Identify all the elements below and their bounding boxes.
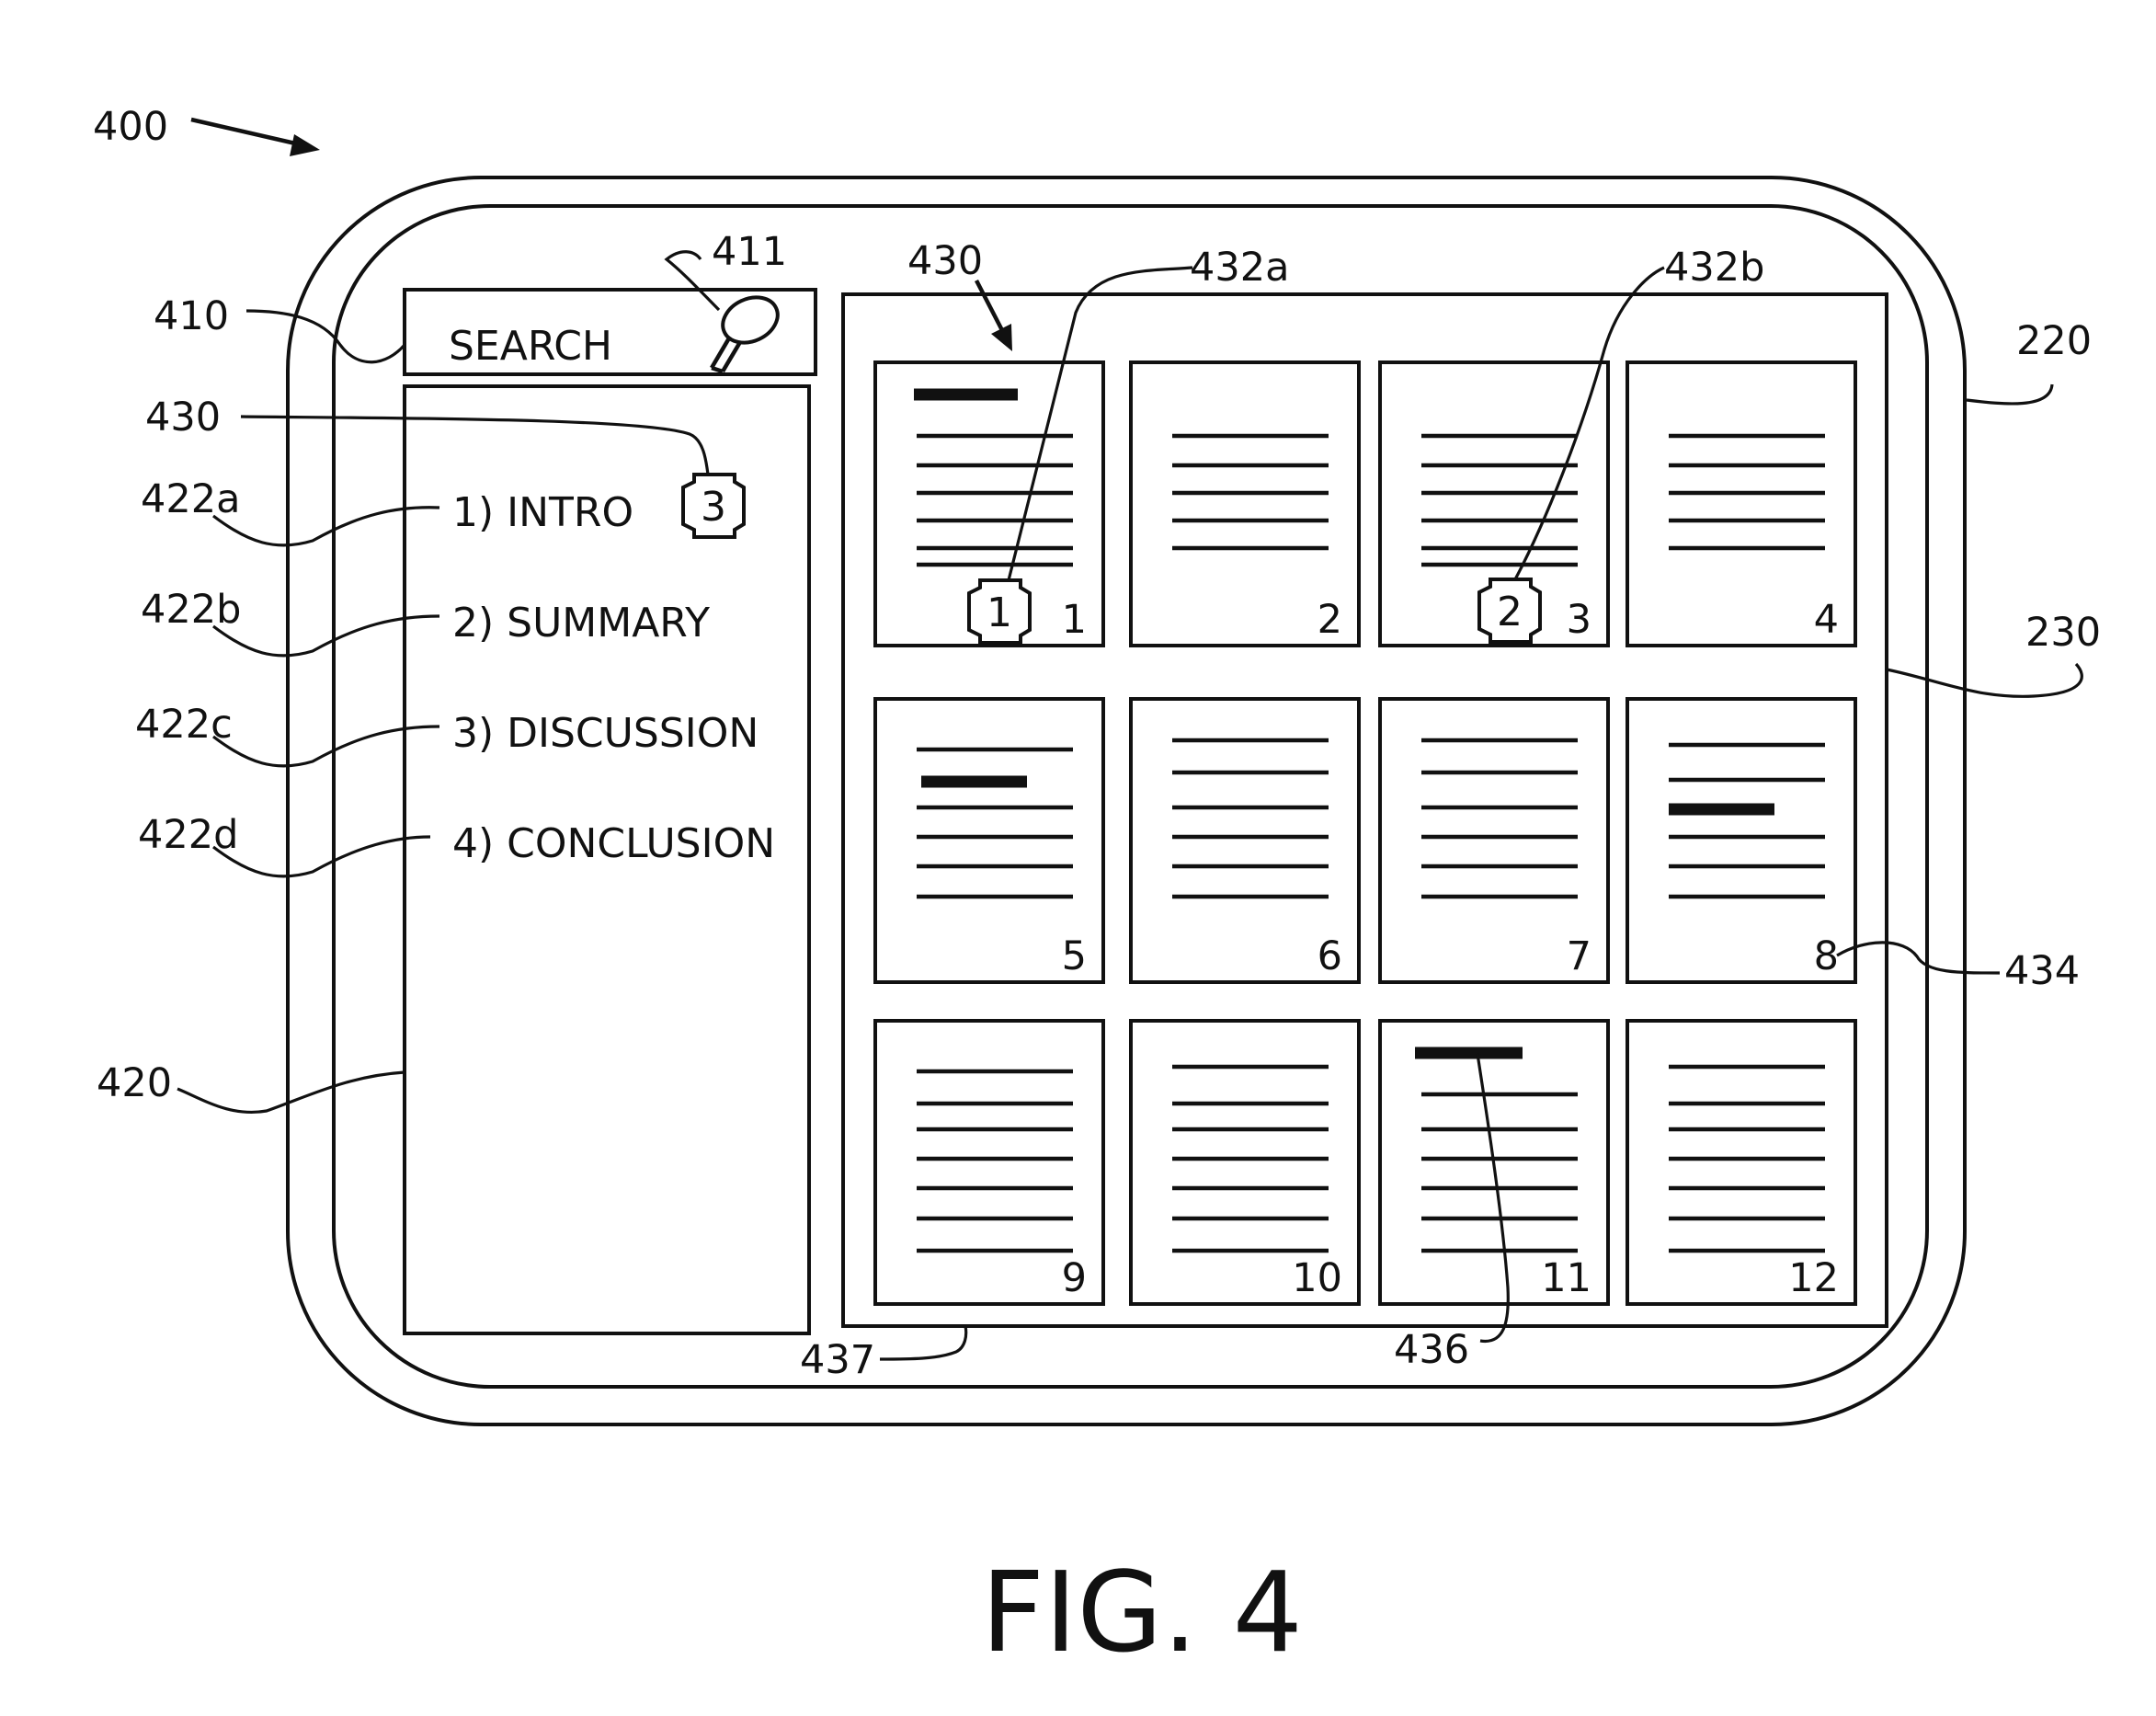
page-number: 2 bbox=[1318, 597, 1342, 643]
page-number: 5 bbox=[1062, 933, 1087, 979]
toc-item-intro[interactable]: 1) INTRO bbox=[452, 489, 633, 536]
page-thumbnail-4[interactable]: 4 bbox=[1627, 362, 1855, 646]
ref-400: 400 bbox=[93, 104, 168, 150]
page-number: 1 bbox=[1062, 597, 1087, 643]
leader-220 bbox=[1967, 384, 2052, 404]
page-number: 6 bbox=[1318, 933, 1342, 979]
page-thumbnail-7[interactable]: 7 bbox=[1380, 699, 1608, 982]
leader-437 bbox=[880, 1326, 966, 1359]
ref-411: 411 bbox=[712, 229, 787, 275]
ref-422c: 422c bbox=[135, 702, 233, 748]
leader-230 bbox=[1887, 664, 2082, 696]
toc-bookmark-badge-label: 3 bbox=[701, 484, 726, 531]
ref-220: 220 bbox=[2016, 318, 2092, 364]
ref-422a: 422a bbox=[141, 476, 240, 522]
page-bookmark-badge-2[interactable]: 2 bbox=[1479, 579, 1540, 642]
page-number: 4 bbox=[1814, 597, 1839, 643]
page-number: 9 bbox=[1062, 1255, 1087, 1301]
page-thumbnail-10[interactable]: 10 bbox=[1131, 1021, 1359, 1304]
ref-422d: 422d bbox=[138, 812, 238, 858]
page-thumbnail-6[interactable]: 6 bbox=[1131, 699, 1359, 982]
toc-bookmark-badge[interactable]: 3 bbox=[683, 475, 744, 537]
page-bookmark-badge-1[interactable]: 1 bbox=[969, 580, 1030, 643]
ref-430-grid: 430 bbox=[907, 238, 983, 284]
ref-434: 434 bbox=[2004, 948, 2080, 994]
toc-item-discussion[interactable]: 3) DISCUSSION bbox=[452, 710, 759, 757]
page-bookmark-badge-1-label: 1 bbox=[987, 589, 1012, 636]
page-number: 11 bbox=[1541, 1255, 1591, 1301]
page-number: 7 bbox=[1567, 933, 1591, 979]
ref-430-list: 430 bbox=[145, 395, 221, 440]
leader-420 bbox=[177, 1072, 405, 1112]
page-number: 3 bbox=[1567, 597, 1591, 643]
toc-item-conclusion[interactable]: 4) CONCLUSION bbox=[452, 820, 775, 867]
ref-432a: 432a bbox=[1190, 245, 1289, 291]
arrow-400-shaft bbox=[191, 120, 303, 145]
ref-420: 420 bbox=[97, 1060, 172, 1106]
magnifier-icon[interactable] bbox=[712, 289, 785, 372]
figure-caption: FIG. 4 bbox=[981, 1550, 1303, 1677]
page-thumbnail-8[interactable]: 8 bbox=[1627, 699, 1855, 982]
page-thumbnail-2[interactable]: 2 bbox=[1131, 362, 1359, 646]
leader-430-list bbox=[241, 417, 708, 475]
leader-410 bbox=[246, 311, 405, 362]
page-number: 8 bbox=[1814, 933, 1839, 979]
page-thumbnail-9[interactable]: 9 bbox=[875, 1021, 1103, 1304]
page-number: 10 bbox=[1292, 1255, 1342, 1301]
leader-436 bbox=[1477, 1054, 1508, 1341]
toc-item-summary[interactable]: 2) SUMMARY bbox=[452, 600, 710, 646]
page-thumbnail-3[interactable]: 3 bbox=[1380, 362, 1608, 646]
page-thumbnails: 123456789101112 bbox=[875, 362, 1855, 1304]
ref-432b: 432b bbox=[1664, 245, 1764, 291]
page-bookmark-badge-2-label: 2 bbox=[1497, 589, 1523, 635]
ref-437: 437 bbox=[800, 1337, 875, 1383]
search-label: SEARCH bbox=[449, 323, 612, 370]
leader-432b bbox=[1515, 268, 1664, 579]
ref-422b: 422b bbox=[141, 587, 241, 633]
page-number: 12 bbox=[1788, 1255, 1839, 1301]
ref-230: 230 bbox=[2025, 610, 2101, 656]
arrow-430-shaft bbox=[976, 280, 1005, 336]
arrow-400-head bbox=[290, 134, 320, 156]
leader-434 bbox=[1837, 943, 2000, 973]
leader-432a bbox=[1009, 268, 1192, 580]
leader-422d bbox=[213, 837, 430, 876]
page-thumbnail-5[interactable]: 5 bbox=[875, 699, 1103, 982]
page-thumbnail-12[interactable]: 12 bbox=[1627, 1021, 1855, 1304]
ref-436: 436 bbox=[1394, 1327, 1469, 1373]
ref-410: 410 bbox=[154, 293, 229, 339]
